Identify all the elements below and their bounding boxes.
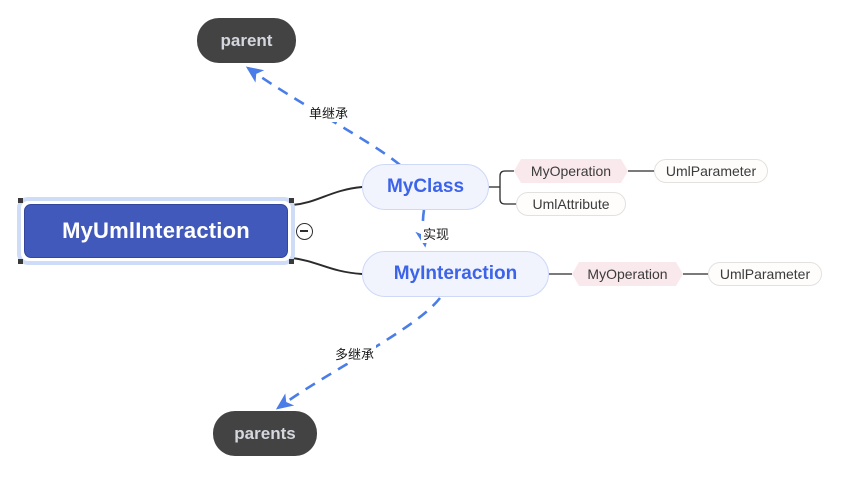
node-umlparameter-upper-label: UmlParameter	[665, 163, 757, 179]
node-parents-label: parents	[234, 423, 296, 443]
resize-handle-ne[interactable]	[289, 198, 294, 203]
resize-handle-nw[interactable]	[18, 198, 23, 203]
resize-handle-se[interactable]	[289, 259, 294, 264]
node-myoperation-lower-label: MyOperation	[587, 266, 668, 282]
node-myoperation-upper-label: MyOperation	[530, 163, 612, 179]
node-umlparameter-lower[interactable]: UmlParameter	[708, 262, 822, 286]
root-label: MyUmlInteraction	[62, 218, 250, 243]
resize-handle-sw[interactable]	[18, 259, 23, 264]
node-umlattribute[interactable]: UmlAttribute	[516, 192, 626, 216]
edge-root-myclass	[291, 186, 363, 206]
edge-label-realization: 实现	[421, 224, 452, 243]
edge-label-single-inheritance: 单继承	[307, 103, 351, 122]
node-myclass-label: MyClass	[386, 176, 465, 197]
edge-myclass-umlattribute	[499, 187, 516, 205]
edge-myclass-myoperation	[499, 170, 514, 187]
node-myinteraction-label: MyInteraction	[393, 263, 518, 284]
node-parents[interactable]: parents	[213, 411, 317, 456]
edge-label-multiple-inheritance: 多继承	[333, 344, 377, 363]
collapse-toggle[interactable]	[296, 223, 313, 240]
node-myoperation-lower[interactable]: MyOperation	[572, 262, 683, 286]
node-umlattribute-label: UmlAttribute	[532, 196, 610, 212]
node-myoperation-upper[interactable]: MyOperation	[514, 159, 628, 183]
node-parent[interactable]: parent	[197, 18, 296, 63]
node-umlparameter-lower-label: UmlParameter	[719, 266, 811, 282]
node-myinteraction[interactable]: MyInteraction	[362, 251, 549, 297]
edge-root-myinteraction	[291, 257, 363, 275]
root-selection-frame	[17, 197, 295, 265]
node-root-myumlinteraction[interactable]: MyUmlInteraction	[24, 204, 288, 258]
node-myclass[interactable]: MyClass	[362, 164, 489, 210]
node-parent-label: parent	[220, 30, 273, 50]
node-umlparameter-upper[interactable]: UmlParameter	[654, 159, 768, 183]
